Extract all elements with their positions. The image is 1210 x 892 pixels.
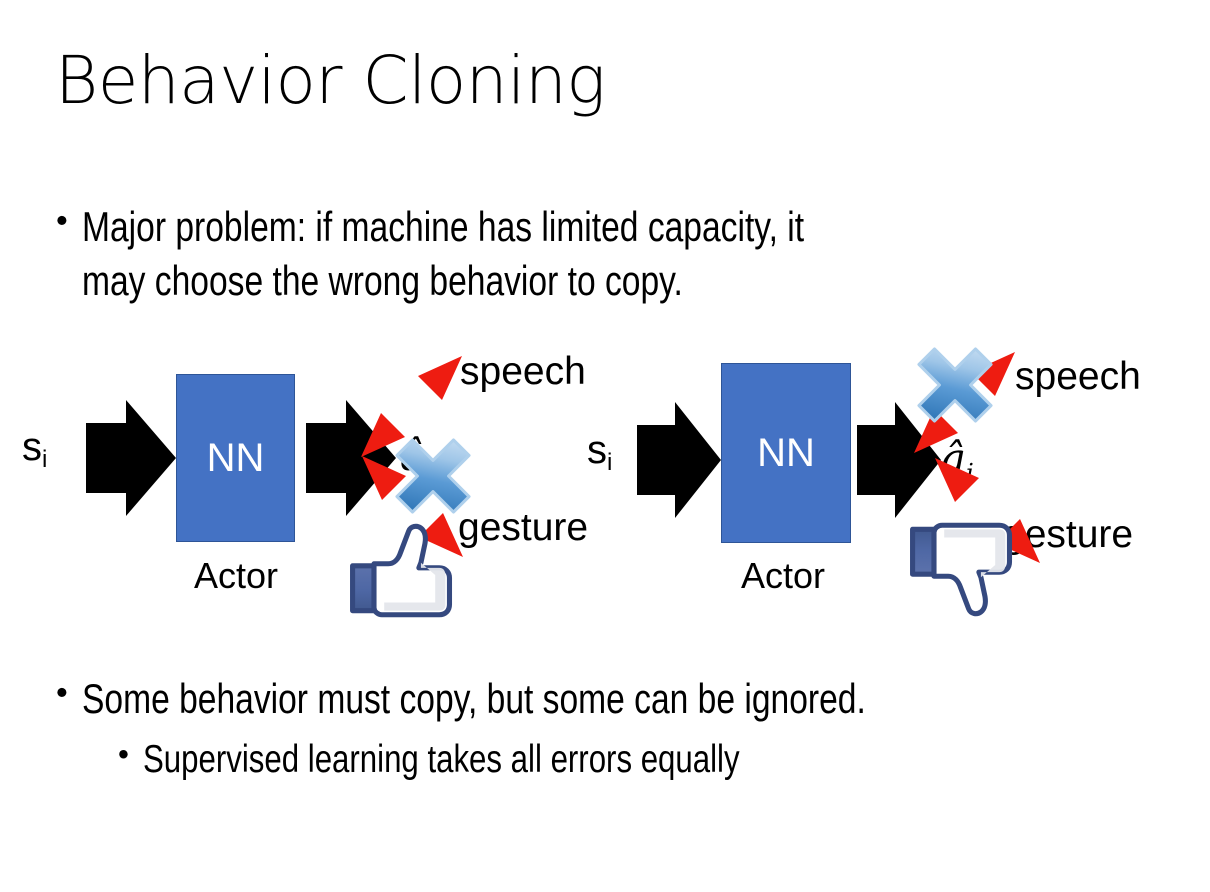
actor-caption-right: Actor [741,555,826,596]
bullet-bottom-secondary-block: • Supervised learning takes all errors e… [118,735,1178,785]
output-label-speech-left: speech [460,350,586,393]
bullet-item: • Major problem: if machine has limited … [56,200,1176,308]
bullet-bottom-secondary-text: Supervised learning takes all errors equ… [142,738,740,781]
bullet-marker-icon: • [56,202,68,240]
cross-out-icon-left [395,438,471,514]
arrow-state-to-nn-right [637,402,721,518]
nn-box-label: NN [206,436,265,480]
output-label-speech-right: speech [1015,355,1141,398]
thumbs-down-icon-right [910,522,1013,617]
thumbs-up-icon-left [350,523,453,618]
diagram-panel-left: si NN Actor âi speech gesture [10,330,610,640]
page-title: Behavior Cloning [55,42,606,119]
bullet-top-text: Major problem: if machine has limited ca… [81,203,804,304]
cross-out-icon-right [917,347,993,423]
nn-box-label: NN [757,431,815,475]
bullet-item: • Some behavior must copy, but some can … [56,672,1176,726]
output-label-gesture-left: gesture [458,506,589,549]
arrow-action-to-speech-right [914,352,1015,453]
actor-caption-left: Actor [194,555,279,596]
bullet-bottom-primary-text: Some behavior must copy, but some can be… [81,675,866,722]
arrow-action-to-gesture-right [935,458,1040,563]
arrow-state-to-nn-left [86,400,176,516]
arrow-nn-to-action-left [306,400,396,516]
bullet-marker-icon: • [56,674,68,712]
arrow-nn-to-action-right [857,402,941,518]
nn-box-right: NN [721,363,851,543]
diagram-graphics-left [86,356,471,618]
diagram-panel-right: si NN Actor âi speech gesture [575,330,1175,640]
state-label-left: si [22,425,48,474]
bullet-marker-icon: • [118,736,129,772]
bullet-bottom-primary-block: • Some behavior must copy, but some can … [56,672,1176,726]
arrow-action-to-gesture-left [362,456,463,557]
nn-box-left: NN [176,374,295,542]
bullet-top-block: • Major problem: if machine has limited … [56,200,1176,308]
diagram-graphics-right [637,347,1040,617]
bullet-item: • Supervised learning takes all errors e… [118,735,1178,785]
arrow-action-to-speech-left [361,356,462,457]
state-label-right: si [587,428,613,477]
diagram-area: si NN Actor âi speech gesture [0,330,1210,640]
